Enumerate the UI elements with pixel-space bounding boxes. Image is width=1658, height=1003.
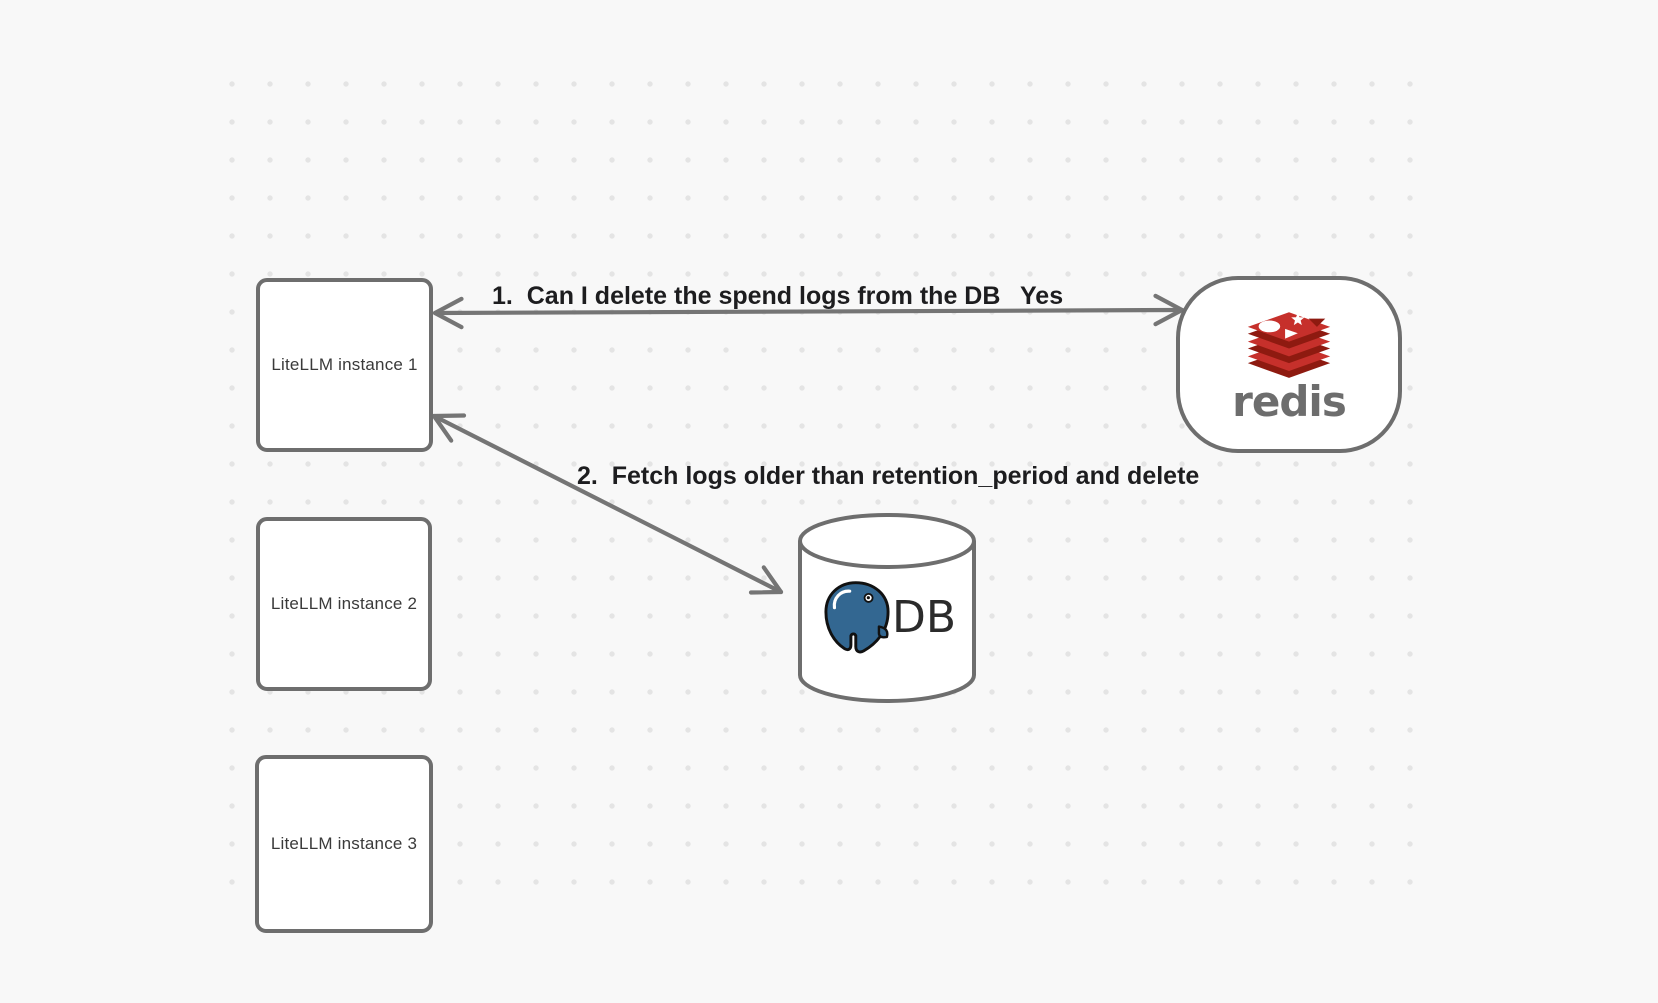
- node-litellm-instance-1: LiteLLM instance 1: [256, 278, 433, 452]
- arrow-2-head-bottom: [748, 565, 784, 595]
- arrow-2-head-top: [431, 413, 467, 443]
- node-db-content: DB: [797, 572, 977, 664]
- arrow-1-line: [432, 307, 1185, 316]
- edge-1-label: 1. Can I delete the spend logs from the …: [492, 282, 1001, 310]
- edge-1-response-label: Yes: [1020, 282, 1064, 310]
- postgresql-logo-icon: [824, 581, 890, 654]
- arrow-1-head-left: [432, 296, 464, 330]
- arrow-2-line: [431, 413, 784, 595]
- redis-logo-icon: [1247, 312, 1331, 378]
- node-litellm-instance-1-label: LiteLLM instance 1: [271, 355, 418, 374]
- node-litellm-instance-2-label: LiteLLM instance 2: [270, 594, 418, 613]
- db-label: DB: [891, 592, 957, 643]
- redis-wordmark: redis: [1232, 377, 1347, 426]
- node-litellm-instance-2: LiteLLM instance 2: [256, 517, 432, 691]
- node-redis: redis: [1176, 276, 1402, 453]
- node-litellm-instance-3: LiteLLM instance 3: [255, 755, 433, 933]
- edge-2-label: 2. Fetch logs older than retention_perio…: [577, 462, 1200, 490]
- node-litellm-instance-3-label: LiteLLM instance 3: [270, 834, 418, 853]
